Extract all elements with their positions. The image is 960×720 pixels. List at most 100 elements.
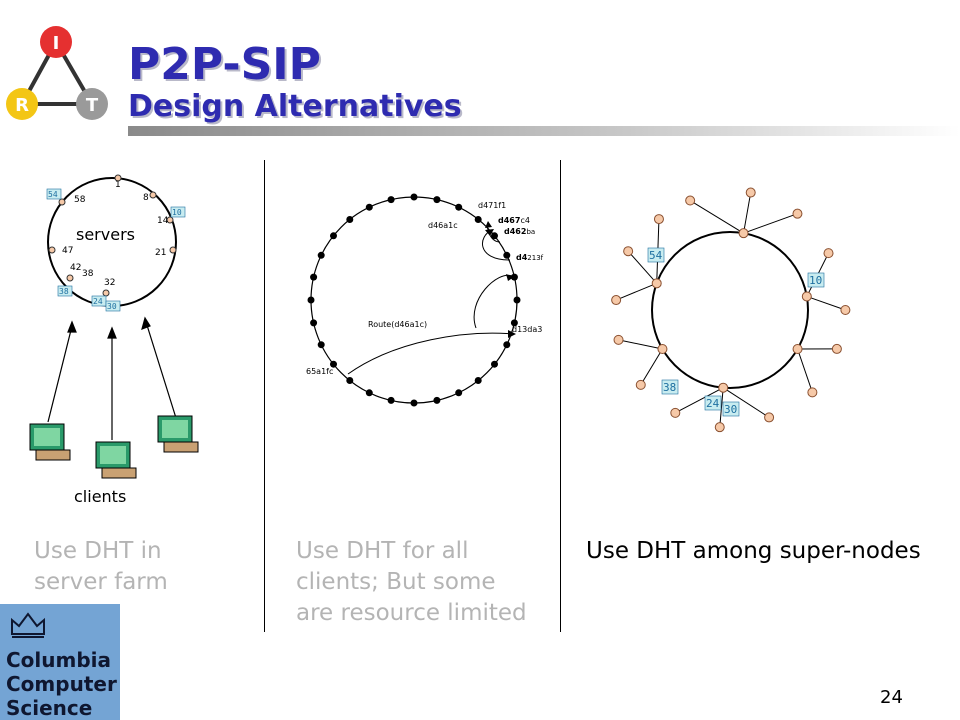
ring-node (102, 289, 110, 297)
ring-node (491, 360, 498, 368)
boxed-number: 54 (48, 190, 58, 199)
spoke-line (675, 387, 724, 414)
ring-node (346, 377, 354, 384)
node-label: d4213f (516, 253, 544, 262)
irt-letter-r: R (15, 95, 29, 116)
leaf-node (685, 195, 696, 206)
caption-line: Use DHT in (34, 538, 162, 564)
node-label: d13da3 (512, 325, 542, 334)
irt-left-circle (6, 88, 38, 120)
super-node (718, 382, 729, 393)
ring-node (455, 203, 463, 211)
boxed-number: 10 (809, 274, 822, 287)
node-label: d467c4 (498, 216, 530, 225)
ring-number: 38 (82, 269, 94, 279)
ring-number: 32 (104, 278, 115, 288)
logo-line: Columbia (6, 648, 112, 672)
ring-node (365, 389, 373, 397)
ring-node (410, 193, 418, 201)
leaf-node (831, 343, 842, 354)
ring-node (310, 273, 318, 281)
caption-line: clients; But some (296, 569, 496, 595)
caption-left: Use DHT in server farm (34, 536, 168, 598)
server-farm-diagram: 1 8 14 21 32 38 42 47 58 54 10 38 24 30 … (29, 174, 199, 506)
boxed-number: 30 (724, 403, 737, 416)
page-title: P2P-SIP (128, 39, 321, 90)
spoke-line (797, 348, 813, 393)
irt-letter-i: I (53, 33, 60, 54)
spoke-line (743, 192, 752, 234)
super-node (738, 228, 749, 239)
ring-node (510, 273, 518, 281)
caption-line: server farm (34, 569, 168, 595)
ring-number: 8 (143, 193, 149, 203)
super-node-ring (651, 231, 809, 389)
node-label: 65a1fc (306, 367, 333, 376)
ring-node (455, 389, 463, 397)
boxed-number: 38 (59, 287, 69, 296)
ring-node (330, 360, 337, 368)
leaf-node (714, 422, 725, 433)
irt-logo: I R T (6, 26, 108, 120)
ring-number: 47 (62, 246, 73, 256)
boxed-number: 54 (649, 249, 663, 262)
caption-line: Use DHT among super-nodes (586, 538, 921, 564)
ring-node (346, 216, 354, 223)
page-number: 24 (880, 687, 903, 708)
ring-node (66, 274, 74, 282)
node-label: d471f1 (478, 201, 506, 210)
node-label: d46a1c (428, 221, 458, 230)
irt-letter-t: T (86, 95, 99, 116)
caption-right: Use DHT among super-nodes (586, 536, 921, 567)
spoke-line (627, 250, 658, 284)
columbia-logo: Columbia Computer Science (0, 604, 120, 720)
spoke-line (719, 387, 724, 428)
ring-node (149, 191, 157, 199)
ring-node (387, 196, 395, 204)
page-subtitle: Design Alternatives (128, 89, 462, 124)
ring-node (503, 341, 511, 349)
leaf-node (670, 407, 681, 418)
ring-node (491, 232, 498, 240)
boxed-number: 24 (93, 297, 103, 306)
spoke-line (806, 295, 846, 311)
servers-label: servers (76, 225, 135, 244)
ring-number: 58 (74, 195, 86, 205)
divider-right (560, 160, 561, 632)
ring-node (365, 203, 373, 211)
boxed-number: 24 (706, 397, 720, 410)
ring-node (169, 246, 177, 254)
ring-node (166, 216, 174, 224)
super-node (651, 278, 662, 289)
irt-right-circle (76, 88, 108, 120)
ring-node (410, 399, 418, 407)
spoke-line (640, 348, 663, 386)
spoke-line (615, 282, 657, 301)
caption-line: are resource limited (296, 600, 527, 626)
leaf-node (792, 208, 803, 219)
ring-number: 1 (115, 180, 121, 190)
divider-left (264, 160, 265, 632)
ring-node (310, 319, 318, 327)
title-underline (128, 126, 960, 136)
ring-node (513, 296, 521, 304)
route-arrow (473, 274, 513, 329)
spoke-line (689, 200, 744, 234)
boxed-number: 10 (172, 208, 182, 217)
spoke-line (618, 339, 663, 350)
caption-middle: Use DHT for all clients; But some are re… (296, 536, 527, 629)
leaf-node (840, 305, 851, 315)
ring-node (58, 198, 66, 206)
spoke-line (743, 213, 798, 234)
logo-line: Science (6, 696, 93, 720)
ring-number: 14 (157, 216, 169, 226)
super-node (801, 291, 812, 302)
ring-node (387, 396, 395, 404)
ring-node (48, 246, 56, 254)
title-block: P2P-SIP Design Alternatives (128, 40, 462, 124)
leaf-node (764, 412, 775, 423)
ring-number: 42 (70, 263, 81, 273)
ring-node (474, 377, 482, 384)
ring-node (503, 251, 511, 259)
client-computer (157, 415, 199, 453)
